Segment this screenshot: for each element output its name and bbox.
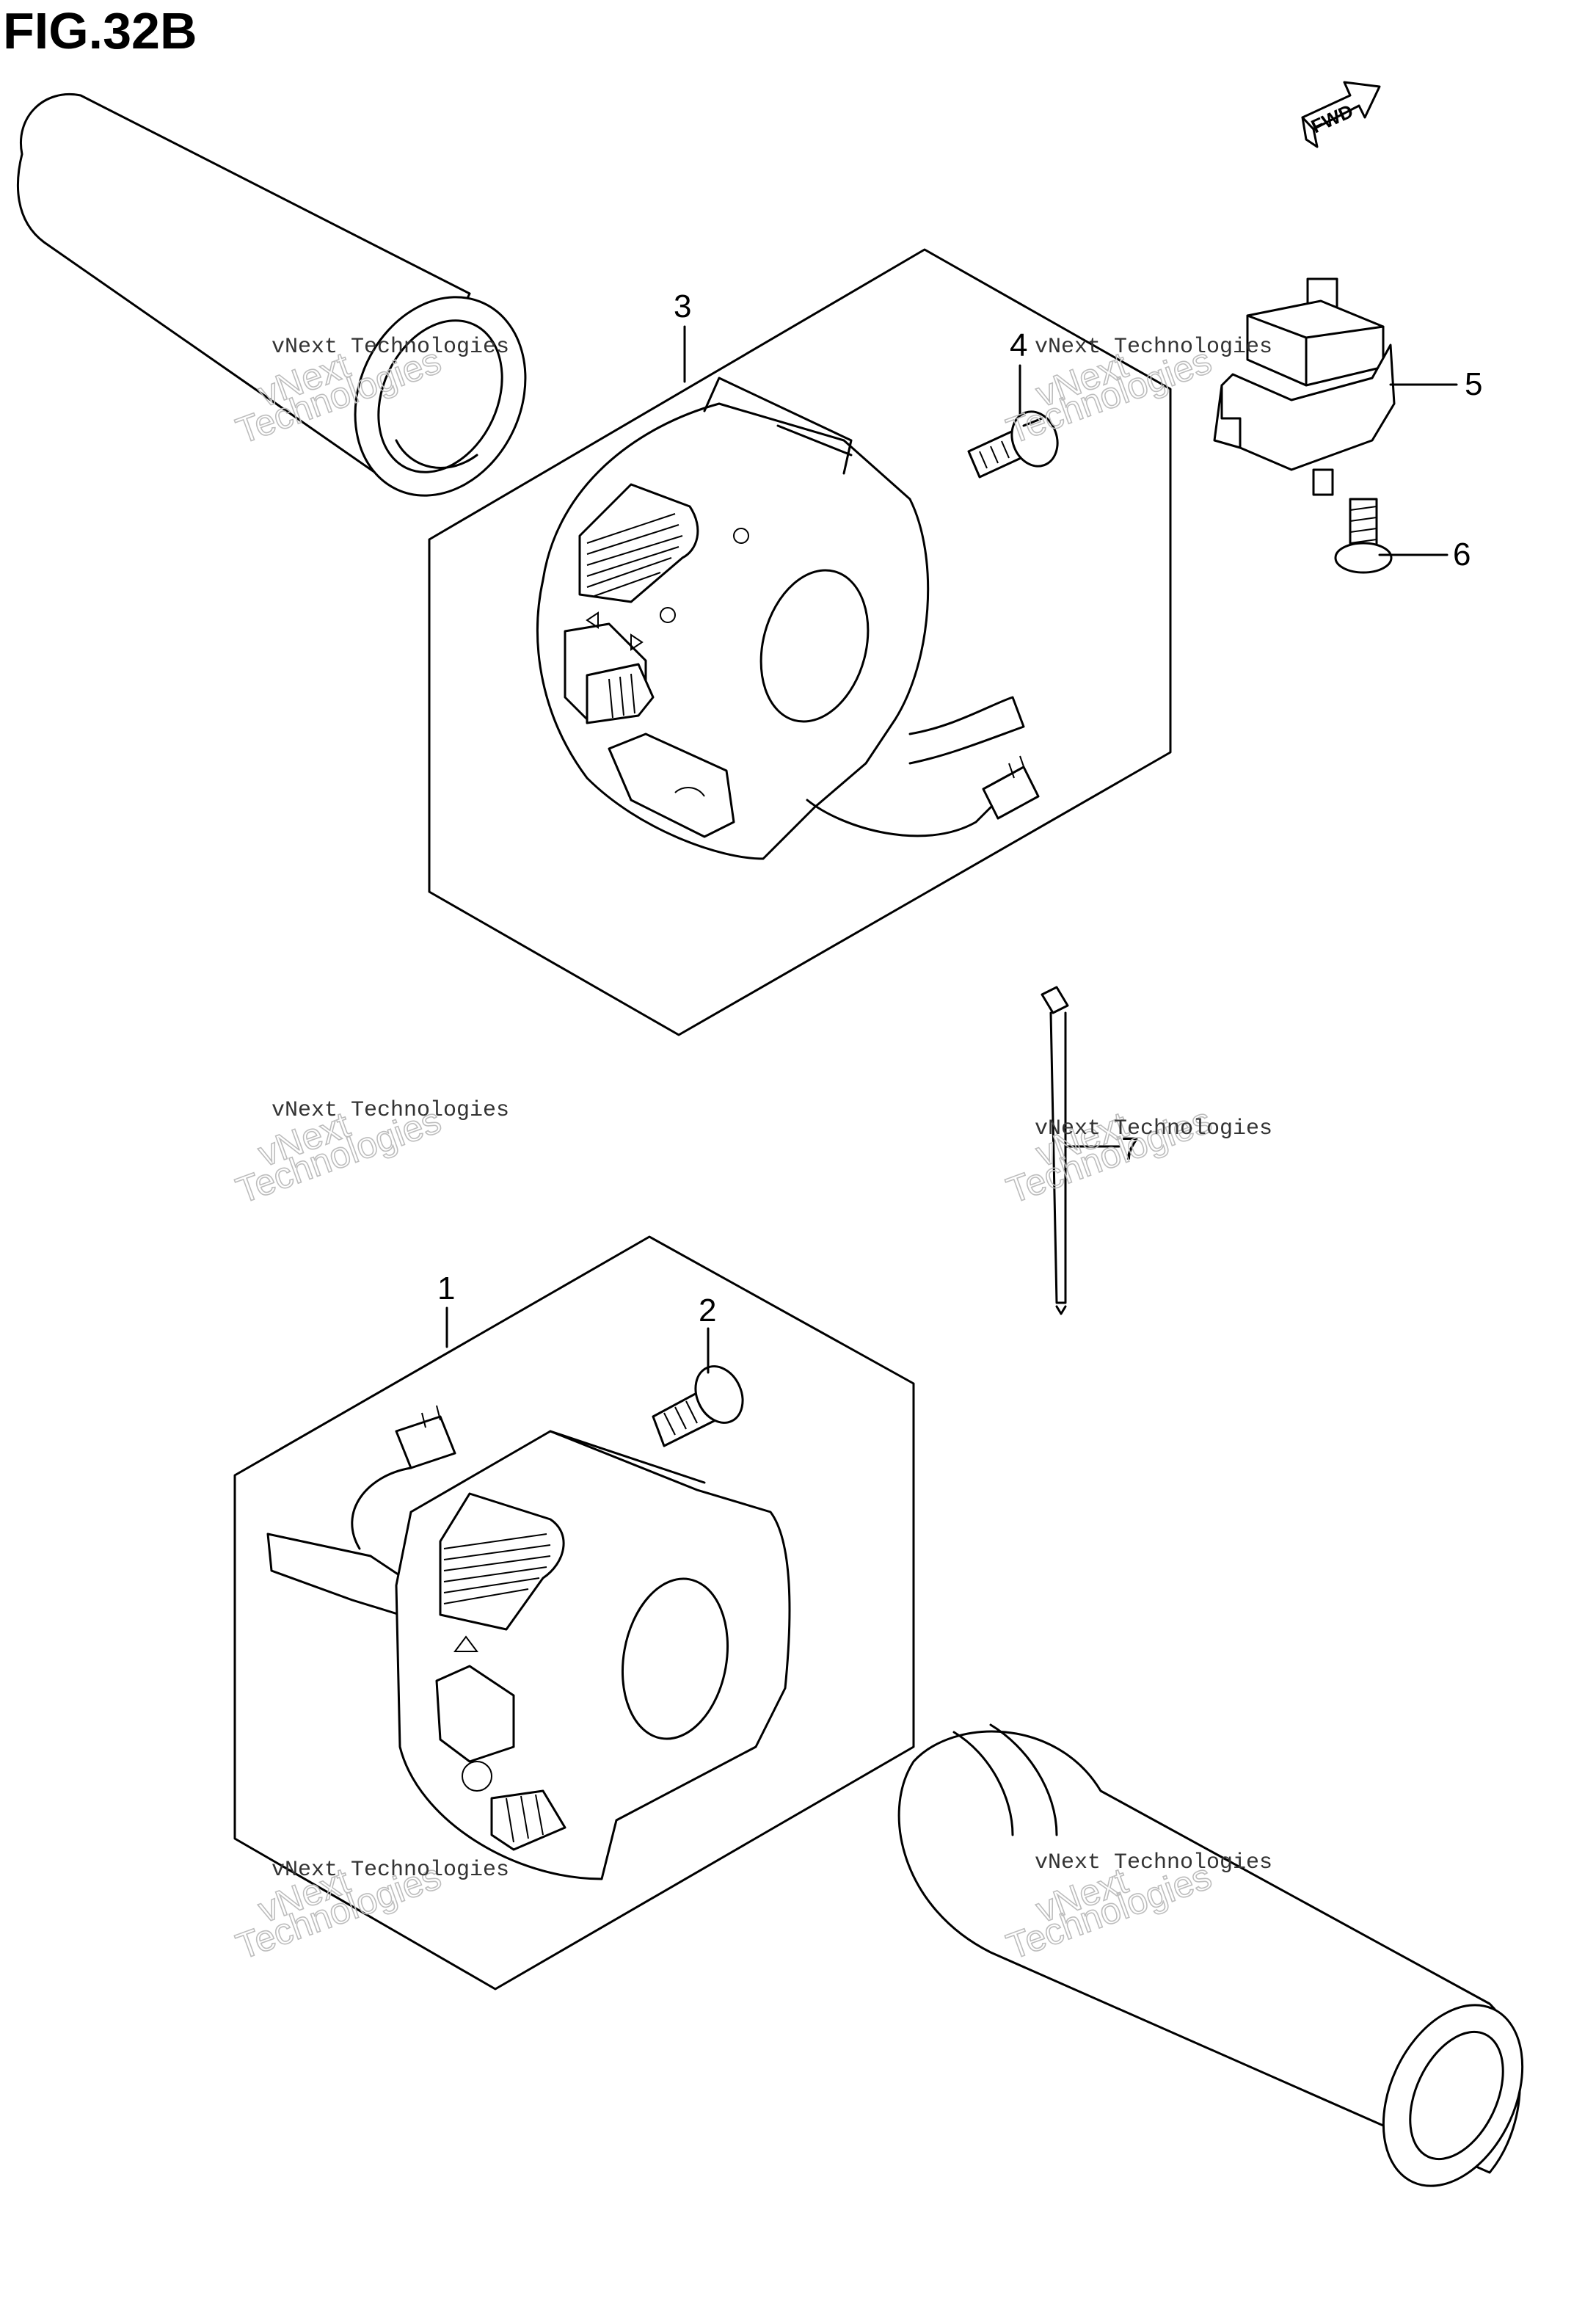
svg-text:vNext Technologies: vNext Technologies [272,335,509,360]
left-grip [16,93,527,497]
callout-2: 2 [699,1293,716,1374]
part-5-switch [1213,277,1396,496]
part-7-cable-tie [1041,986,1069,1315]
svg-text:3: 3 [674,288,691,324]
fwd-arrow-icon: FWD [1301,81,1381,148]
right-handlebar-switch [536,377,1040,860]
callout-3: 3 [674,288,691,383]
part-4-screw [967,410,1059,479]
callout-7: 7 [1064,1131,1139,1167]
svg-text:vNext Technologies: vNext Technologies [1035,1116,1272,1141]
svg-text:vNext Technologies: vNext Technologies [272,1098,509,1123]
svg-text:4: 4 [1010,327,1027,363]
watermark-3: vNext Technologies vNext Technologies [230,1098,509,1212]
callout-6: 6 [1378,537,1471,572]
svg-text:vNext Technologies: vNext Technologies [1035,1850,1272,1875]
part-3-frame [428,248,1172,1036]
svg-text:5: 5 [1465,366,1482,402]
callout-4: 4 [1010,327,1027,416]
callout-1: 1 [437,1270,455,1348]
svg-text:7: 7 [1121,1131,1139,1167]
svg-text:vNext Technologies: vNext Technologies [1035,335,1272,360]
callout-5: 5 [1389,366,1482,402]
right-grip [897,1723,1524,2187]
watermark-5: vNext Technologies vNext Technologies [230,1855,509,1968]
figure-title: FIG.32B [3,2,197,59]
part-1-frame [233,1235,915,1991]
svg-text:6: 6 [1453,537,1471,572]
left-handlebar-switch [266,1405,791,1880]
svg-text:1: 1 [437,1270,455,1306]
part-2-screw [652,1365,744,1447]
svg-text:vNext Technologies: vNext Technologies [272,1858,509,1883]
svg-text:2: 2 [699,1293,716,1328]
watermark-6: vNext Technologies vNext Technologies [1001,1850,1272,1968]
part-6-screw [1334,498,1393,574]
watermark-4: vNext Technologies vNext Technologies [1001,1099,1272,1212]
